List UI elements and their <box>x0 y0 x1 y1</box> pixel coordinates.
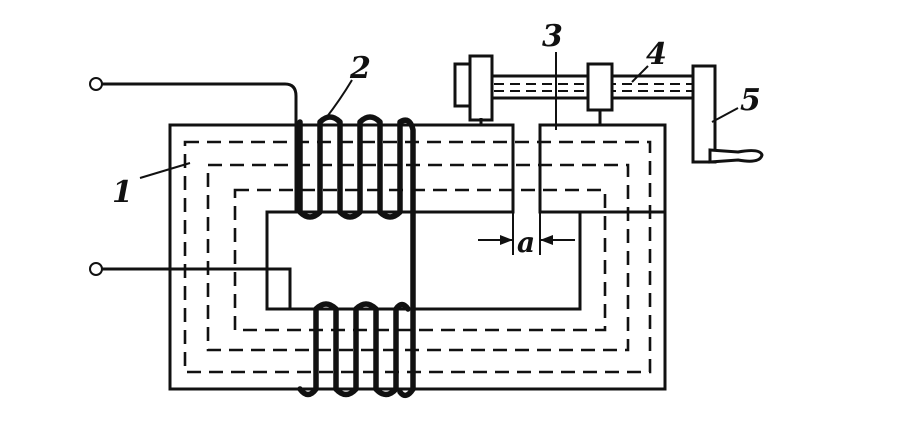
end-stop-inner <box>468 54 494 122</box>
flux-line-outer <box>183 140 652 374</box>
terminal-top <box>89 77 103 91</box>
leader-coil <box>325 79 353 119</box>
lead-wire-top <box>102 82 298 212</box>
adjusting-screw-assembly <box>453 54 764 164</box>
terminal-bottom <box>89 262 103 276</box>
magnetic-core <box>168 123 667 391</box>
terminal-leads <box>89 77 298 309</box>
coil-turn-upper-3 <box>377 117 416 392</box>
coil-turn-lower-2 <box>333 301 379 398</box>
crank-grip <box>708 148 764 164</box>
coil-turn-upper-2 <box>337 114 383 220</box>
air-gap-dimension: a <box>478 212 575 259</box>
label-core: 1 <box>112 175 133 210</box>
crank-arm <box>691 64 717 164</box>
label-gap: a <box>517 226 535 259</box>
coil-turn-lower-4 <box>397 386 416 399</box>
label-screw: 4 <box>646 37 667 72</box>
armature <box>538 123 667 214</box>
gap-arrow-left-head <box>500 235 513 245</box>
flux-line-middle <box>206 163 630 352</box>
leader-screw <box>631 65 649 83</box>
flux-line-inner <box>233 188 607 332</box>
leader-core <box>139 162 191 179</box>
winding-coil <box>297 114 416 399</box>
coil-turn-lower-1 <box>297 301 339 398</box>
leader-handle <box>711 107 739 123</box>
label-handle: 5 <box>740 83 761 118</box>
gap-arrow-right-head <box>540 235 553 245</box>
coil-turn-lower-3 <box>373 301 411 398</box>
label-armature: 3 <box>542 19 563 54</box>
lead-wire-bottom <box>102 267 292 309</box>
screw-nut <box>586 62 614 112</box>
coil-turn-upper-1 <box>297 114 343 220</box>
label-coil: 2 <box>349 51 371 86</box>
